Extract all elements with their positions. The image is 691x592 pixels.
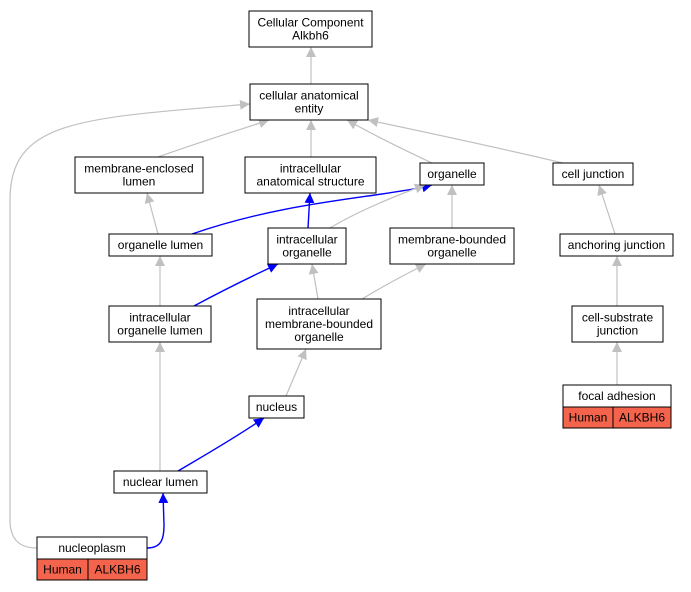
edge-nucleoplasm-to-nuclear-lumen (146, 492, 169, 549)
node-label: membrane-bounded (265, 317, 373, 331)
node-box (74, 156, 204, 194)
node-label: organelle lumen (118, 238, 203, 252)
node-box (249, 83, 369, 121)
edge-organelle-to-cell-anat-entity (346, 119, 433, 164)
node-box (419, 162, 485, 186)
node-box (248, 395, 305, 419)
node-label: cellular anatomical (259, 89, 358, 103)
node-label: membrane-enclosed (84, 162, 193, 176)
node-label: organelle lumen (117, 324, 202, 338)
edge-intracellular-mb-organelle-to-intracellular-organelle (308, 263, 319, 300)
edge-nucleoplasm-to-cell-anat-entity (9, 99, 251, 549)
node-label: Cellular Component (257, 16, 364, 30)
node-organelle-lumen[interactable]: organelle lumen (108, 233, 213, 257)
node-label: nucleus (256, 400, 297, 414)
edge-intracellular-mb-organelle-to-membrane-bounded-organelle (361, 263, 427, 300)
edge-intracellular-organelle-to-organelle (329, 183, 426, 229)
node-box (267, 227, 347, 265)
tag-label: Human (569, 411, 608, 425)
node-label: anatomical structure (256, 175, 364, 189)
edge-intracellular-organelle-lumen-to-intracellular-organelle (193, 263, 279, 307)
node-label: organelle (294, 330, 344, 344)
edges-layer (9, 47, 622, 549)
node-label: intracellular (276, 233, 337, 247)
edge-intracellular-organelle-to-intracellular-anat-structure (304, 192, 315, 229)
node-anchoring-junction[interactable]: anchoring junction (559, 233, 674, 257)
tag-cell (612, 406, 672, 429)
node-label: Alkbh6 (292, 29, 329, 43)
edge-membrane-enclosed-lumen-to-cell-anat-entity (157, 118, 270, 158)
node-label: focal adhesion (578, 389, 655, 403)
node-box (552, 162, 634, 186)
node-box (113, 470, 208, 494)
node-label: nuclear lumen (123, 475, 198, 489)
node-label: cell-substrate (582, 311, 654, 325)
tag-label: ALKBH6 (619, 411, 665, 425)
node-nuclear-lumen[interactable]: nuclear lumen (113, 470, 208, 494)
node-box (244, 156, 377, 194)
edge-cell-junction-to-cell-anat-entity (367, 117, 564, 164)
node-box (559, 233, 674, 257)
node-label: entity (295, 102, 324, 116)
node-box (108, 233, 213, 257)
node-cell-junction[interactable]: cell junction (552, 162, 634, 186)
edge-nucleus-to-intracellular-mb-organelle (285, 348, 307, 397)
node-label: organelle (427, 246, 477, 260)
node-nucleus[interactable]: nucleus (248, 395, 305, 419)
tag-label: Human (43, 563, 82, 577)
node-label: intracellular (288, 304, 349, 318)
node-label: anchoring junction (568, 238, 665, 252)
edge-organelle-lumen-to-organelle (191, 182, 433, 235)
tag-cell (87, 558, 148, 581)
node-box (256, 298, 382, 350)
node-organelle[interactable]: organelle (419, 162, 485, 186)
edge-nuclear-lumen-to-nucleus (177, 417, 265, 472)
node-label: organelle (427, 167, 477, 181)
node-label: nucleoplasm (58, 541, 125, 555)
edge-anchoring-junction-to-cell-junction (597, 184, 616, 235)
node-box (571, 305, 664, 343)
node-label: cell junction (562, 167, 625, 181)
tag-label: ALKBH6 (94, 563, 140, 577)
edge-organelle-lumen-to-membrane-enclosed-lumen (144, 192, 159, 235)
node-label: intracellular (129, 311, 190, 325)
node-label: junction (596, 324, 638, 338)
node-box (248, 10, 373, 48)
node-label: membrane-bounded (398, 233, 506, 247)
node-label: organelle (282, 246, 332, 260)
node-box (389, 227, 515, 265)
node-label: lumen (123, 175, 156, 189)
node-label: intracellular (280, 162, 341, 176)
node-box (108, 305, 212, 343)
